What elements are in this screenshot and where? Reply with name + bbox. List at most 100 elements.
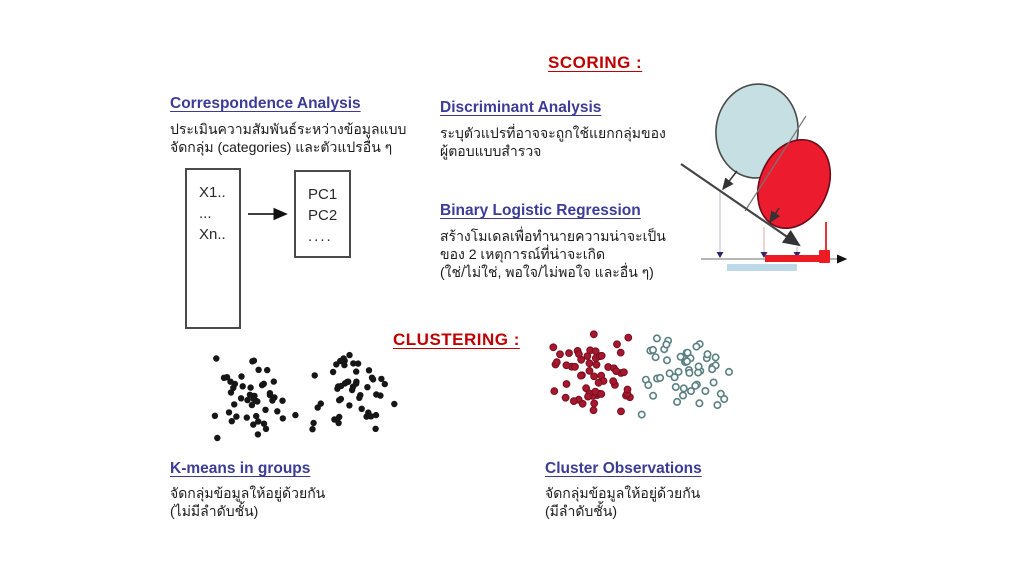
scatter-dot (372, 411, 380, 419)
scatter-dot (346, 402, 353, 409)
scatter-black-left (211, 355, 299, 442)
scatter-dot (309, 426, 316, 433)
scatter-dot (251, 392, 258, 400)
description-line: จัดกลุ่ม (categories) และตัวแปรอื่น ๆ (170, 139, 393, 155)
scatter-dot (335, 383, 342, 390)
kmeans-description: จัดกลุ่มข้อมูลให้อยู่ด้วยกัน (ไม่มีลำดับ… (170, 484, 400, 520)
scatter-dot (583, 352, 592, 361)
scatter-dot (338, 382, 345, 390)
scatter-dot (724, 367, 733, 376)
scatter-dot (247, 384, 254, 391)
scatter-dot (367, 413, 375, 420)
scatter-dot (317, 400, 324, 407)
scatter-dot (254, 431, 262, 438)
separating-line (744, 115, 807, 212)
scatter-dot (685, 368, 694, 377)
scatter-dot (709, 378, 718, 387)
projection-arrow-red (769, 207, 781, 224)
scatter-dot (279, 397, 286, 404)
scatter-dot (662, 356, 671, 365)
scatter-dot (692, 342, 701, 351)
scatter-dot (365, 409, 372, 416)
scatter-dot (586, 346, 595, 355)
scatter-dot (612, 367, 621, 376)
scatter-dot (624, 333, 633, 342)
correspondence-analysis-description: ประเมินความสัมพันธ์ระหว่างข้อมูลแบบ จัดก… (170, 120, 420, 156)
scatter-dot (270, 378, 277, 385)
scatter-dot (556, 350, 564, 359)
scatter-dot (703, 350, 712, 359)
scatter-dot (369, 376, 377, 383)
scatter-dot (262, 425, 270, 433)
scatter-dot (353, 368, 360, 375)
scatter-dot (590, 399, 599, 408)
description-line: (ไม่มีลำดับชั้น) (170, 503, 259, 519)
scatter-dot (356, 394, 363, 401)
scatter-dot (377, 392, 384, 399)
scatter-dot (685, 353, 694, 362)
scatter-dot (562, 380, 571, 388)
scatter-dot (354, 360, 362, 367)
scatter-dot (336, 413, 343, 421)
scatter-dot (597, 390, 606, 398)
scatter-dot (676, 352, 685, 361)
scatter-dot (310, 419, 317, 427)
scatter-dot (336, 397, 343, 404)
scatter-dot (656, 373, 665, 382)
scatter-dot (646, 346, 655, 355)
scatter-dot (588, 392, 597, 400)
scatter-dot (626, 393, 634, 402)
scatter-dot (711, 361, 720, 370)
scatter-dot (585, 389, 594, 398)
scatter-black-right (309, 351, 398, 433)
scatter-dot (250, 395, 257, 402)
scatter-dot (679, 384, 688, 393)
blue-range-bar (727, 264, 797, 271)
scatter-dot (571, 362, 579, 371)
scatter-dot (211, 412, 219, 419)
scatter-dot (617, 369, 625, 377)
scatter-dot (353, 378, 360, 385)
scatter-dot (610, 364, 618, 373)
clustering-section-title: CLUSTERING : (393, 330, 520, 349)
scatter-dot (701, 386, 710, 395)
binary-logistic-description: สร้างโมเดลเพื่อทำนายความน่าจะเป็น ของ 2 … (440, 227, 700, 281)
scatter-dot (691, 381, 700, 390)
scatter-dot (337, 395, 345, 403)
scatter-dot (358, 405, 365, 412)
scatter-dot (340, 355, 347, 362)
scatter-dot (346, 351, 353, 359)
scatter-dot (348, 386, 356, 394)
scatter-dot (246, 391, 254, 398)
scatter-dot (249, 358, 256, 365)
scatter-dot (231, 380, 239, 388)
scatter-dot (622, 391, 630, 400)
scatter-dot (561, 393, 570, 402)
scatter-dot (577, 355, 586, 364)
description-line: สร้างโมเดลเพื่อทำนายความน่าจะเป็น (440, 228, 666, 244)
discriminant-projection-diagram (680, 83, 848, 271)
scatter-dot (695, 399, 704, 408)
scatter-dot (584, 392, 592, 401)
scoring-section-title: SCORING : (548, 53, 643, 72)
scatter-dot (578, 399, 587, 408)
scatter-dot (368, 374, 376, 381)
scatter-dot (589, 330, 598, 339)
scatter-dot (591, 387, 600, 396)
scatter-dot (702, 354, 711, 363)
scatter-dot (575, 350, 583, 359)
scatter-dot (254, 398, 261, 405)
scatter-dot (682, 357, 691, 366)
scatter-dot (352, 380, 360, 387)
discriminant-analysis-description: ระบุตัวแปรที่อาจจะถูกใช้แยกกลุ่มของ ผู้ต… (440, 124, 690, 160)
scatter-dot (341, 361, 348, 369)
scatter-dot (574, 395, 583, 404)
scatter-dot (696, 366, 705, 375)
scatter-dot (692, 380, 701, 389)
scatter-dot (331, 416, 338, 423)
scatter-dot (269, 397, 276, 404)
red-range-bar-cap (819, 250, 830, 263)
scatter-dot (244, 396, 251, 404)
axis-marker-triangle (760, 252, 768, 258)
